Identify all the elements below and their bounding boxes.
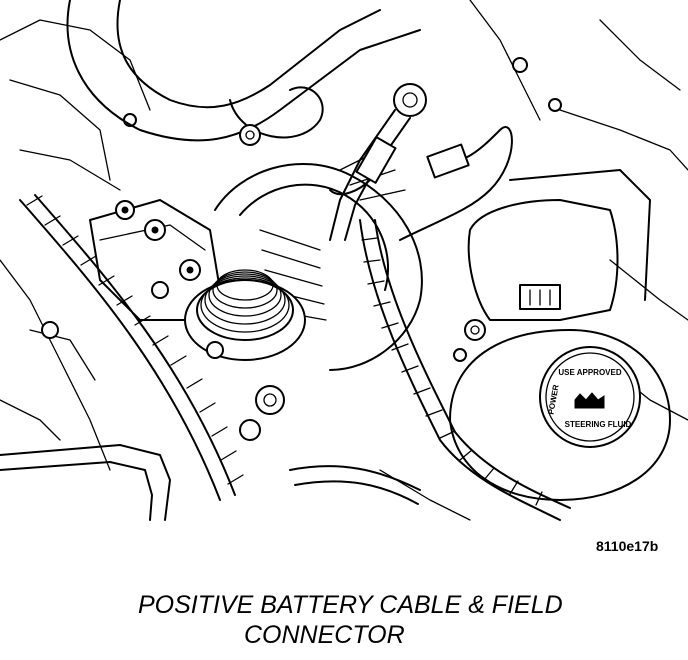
engine-illustration: USE APPROVED POWER STEERING FLUID — [0, 0, 688, 521]
cap-text-line3: STEERING FLUID — [565, 420, 632, 429]
wiring-harness — [19, 194, 571, 521]
cap-text-line1: USE APPROVED — [558, 368, 621, 377]
battery-cable — [329, 109, 513, 241]
power-steering-pump: USE APPROVED POWER STEERING FLUID — [449, 169, 671, 501]
upper-hose — [66, 0, 427, 146]
lower-housing — [0, 444, 171, 521]
caption-line-2: CONNECTOR — [244, 621, 405, 649]
alternator — [214, 149, 423, 371]
figure-id: 8110e17b — [596, 538, 659, 554]
alternator-pulley — [184, 269, 306, 441]
caption-line-1: POSITIVE BATTERY CABLE & FIELD — [138, 591, 563, 619]
